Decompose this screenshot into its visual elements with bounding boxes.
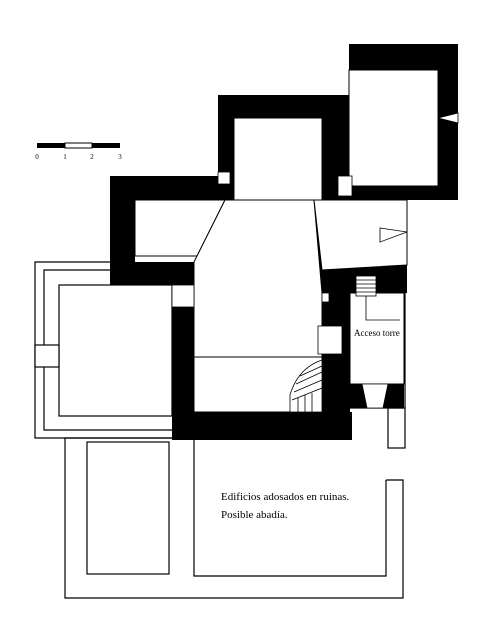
stair-step bbox=[293, 379, 323, 393]
scale-segment-1 bbox=[37, 143, 65, 148]
ne-tower-wall bbox=[349, 44, 458, 200]
south-loophole bbox=[361, 383, 389, 409]
opening-upper-left bbox=[217, 171, 231, 185]
ruins-enclosure-outer bbox=[64, 437, 404, 599]
opening-ne-junction bbox=[337, 175, 353, 197]
ruins-room-right bbox=[193, 440, 387, 577]
left-annex-room bbox=[58, 284, 173, 417]
scale-tick-2: 2 bbox=[90, 153, 94, 161]
wall-openings bbox=[171, 171, 353, 355]
upper-tower-room bbox=[233, 117, 323, 201]
stair-step bbox=[291, 387, 323, 401]
access-stair bbox=[355, 275, 400, 321]
stair-step bbox=[299, 365, 323, 377]
scale-tick-3: 3 bbox=[118, 153, 122, 161]
left-annex-inner-wall bbox=[43, 269, 172, 431]
scale-bar: 0 1 2 3 bbox=[35, 142, 122, 161]
spiral-stair bbox=[289, 359, 323, 413]
ruins-label-line1: Edificios adosados en ruinas. bbox=[221, 491, 350, 503]
scale-segment-2 bbox=[64, 142, 93, 149]
opening-east-small bbox=[321, 292, 330, 303]
loopholes bbox=[361, 112, 459, 409]
scale-tick-1: 1 bbox=[63, 153, 67, 161]
scale-segment-3 bbox=[92, 143, 120, 148]
opening-west bbox=[171, 284, 195, 308]
east-chamber bbox=[313, 199, 408, 271]
tower-access-pier bbox=[387, 407, 406, 449]
access-stair-body bbox=[355, 275, 377, 297]
tower-access-label: Acceso torre bbox=[354, 328, 400, 338]
east-chamber-loophole bbox=[379, 227, 408, 243]
stair-step bbox=[295, 371, 323, 385]
ruins-label-line2: Posible abadía. bbox=[221, 509, 288, 521]
tower-access-interior bbox=[349, 292, 405, 385]
scale-tick-0: 0 bbox=[35, 153, 39, 161]
ne-tower-room bbox=[348, 69, 439, 187]
ruins-room-left bbox=[86, 441, 170, 575]
access-passage-line bbox=[365, 296, 400, 321]
opening-east-door bbox=[317, 325, 343, 355]
keep-south-wall bbox=[172, 412, 352, 440]
left-annex-doorway bbox=[34, 344, 60, 368]
ne-tower-loophole bbox=[437, 112, 459, 124]
